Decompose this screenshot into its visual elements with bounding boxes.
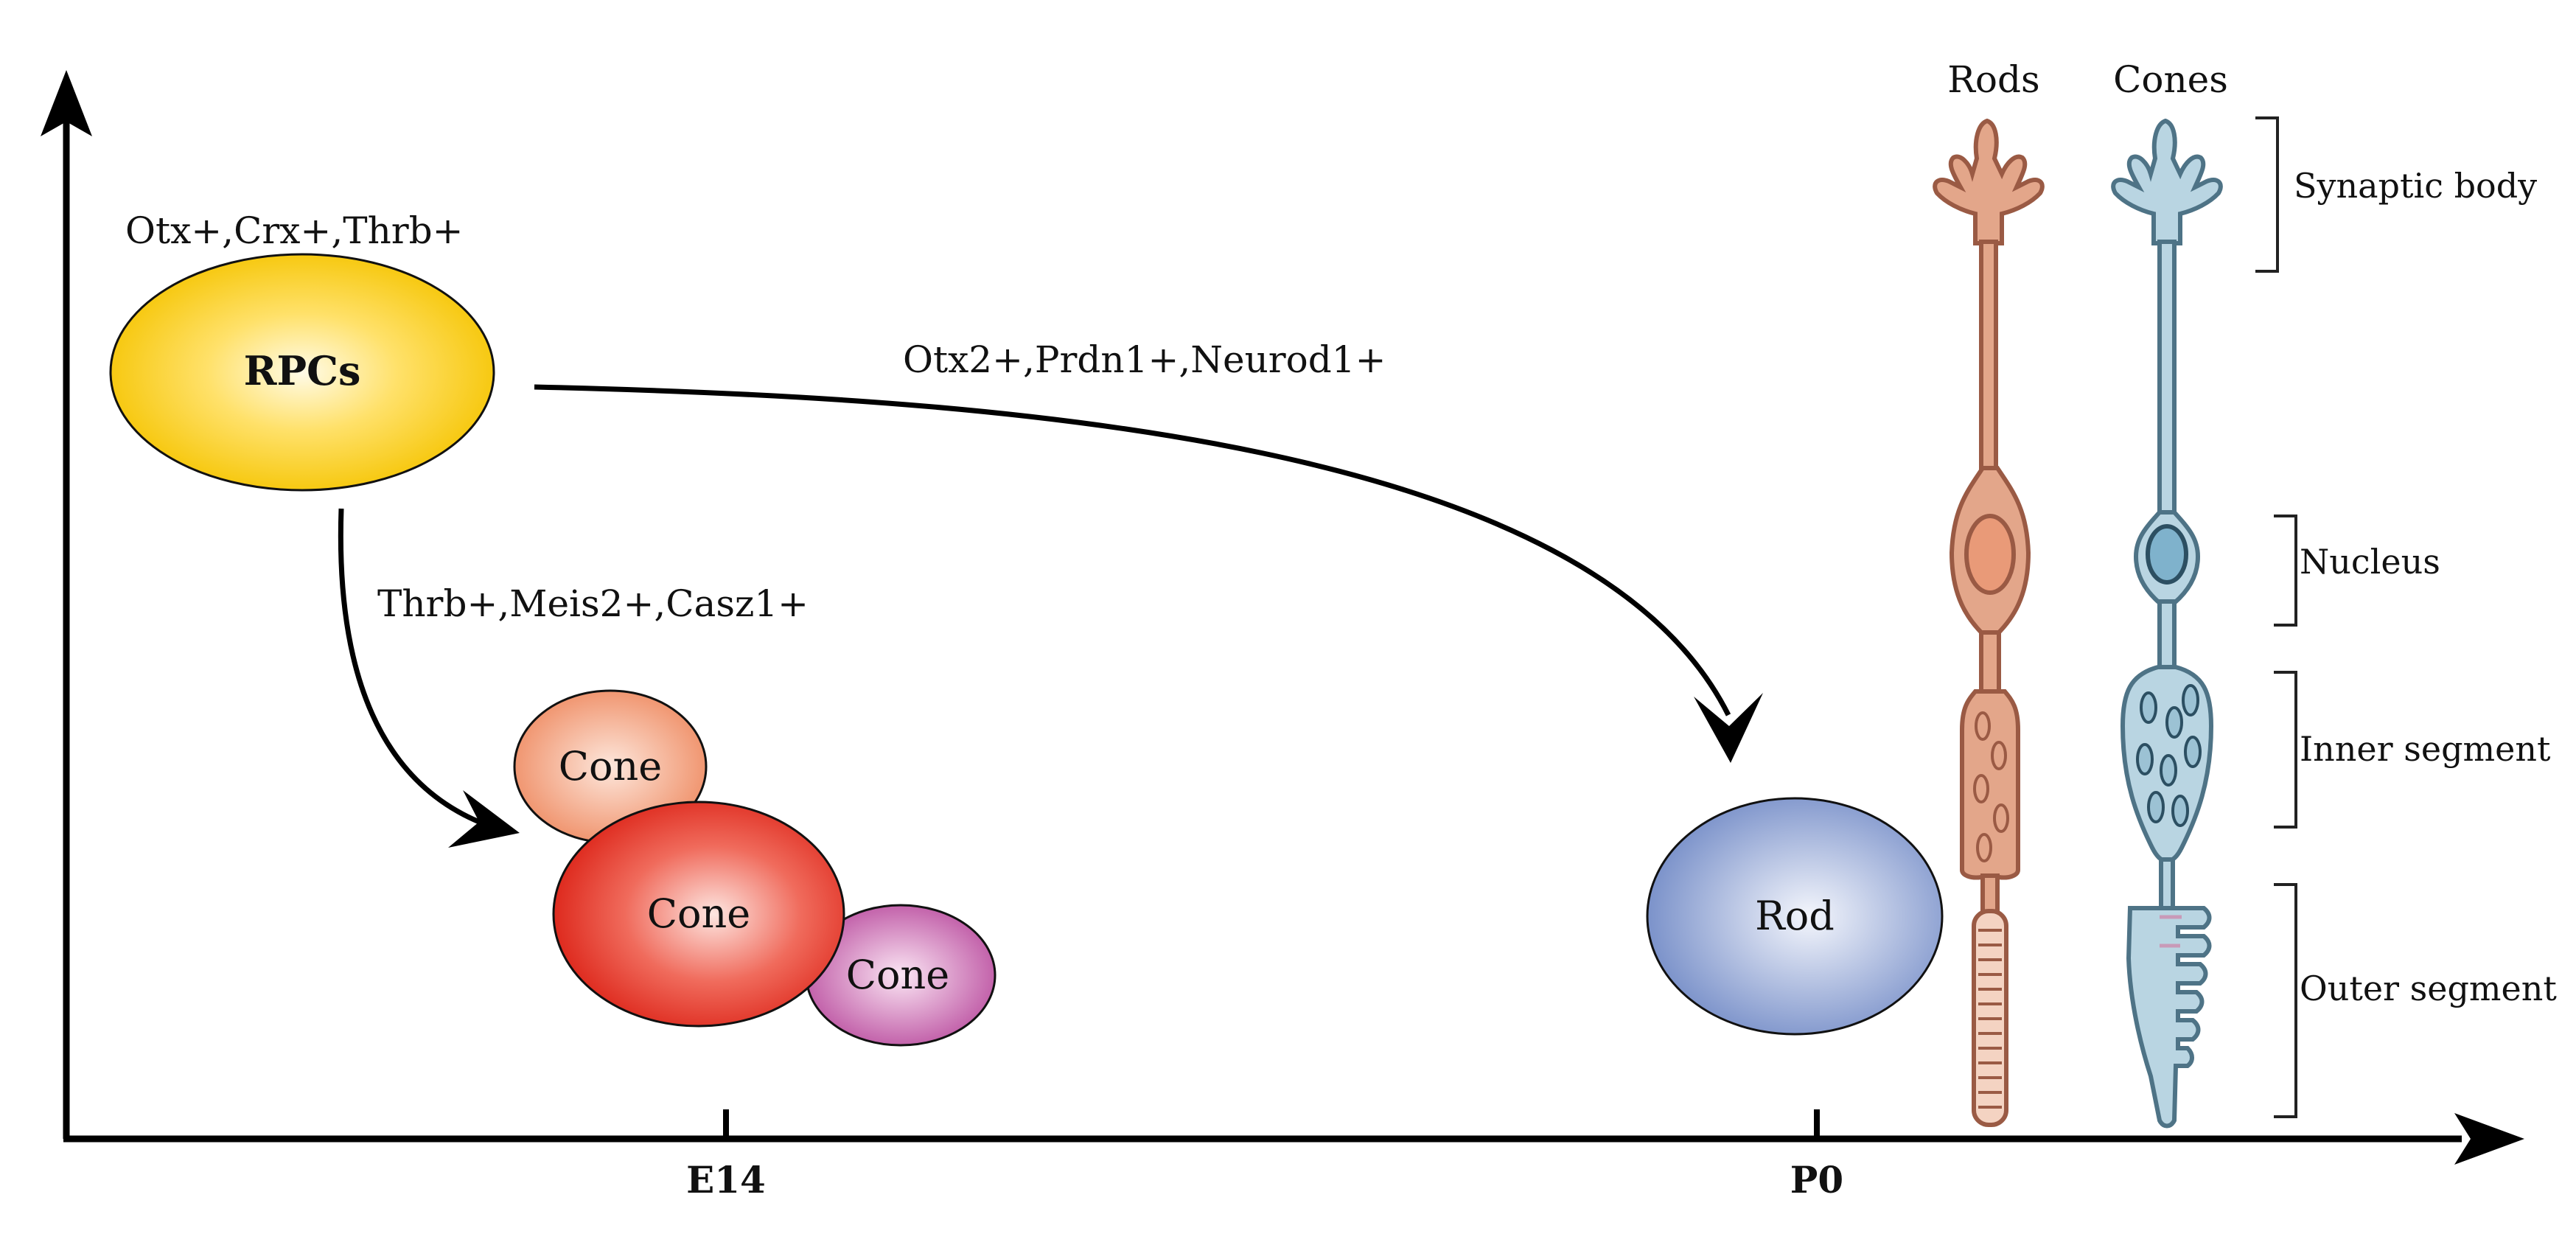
cone-pathway-markers: Thrb+,Meis2+,Casz1+ [377,582,809,625]
cone-pathway: Thrb+,Meis2+,Casz1+ [338,508,809,848]
y-axis-arrowhead [41,70,92,136]
tick-label-p0: P0 [1790,1158,1843,1202]
structure-label-inner-segment: Inner segment [2300,729,2551,769]
cone-label-right: Cone [846,952,950,998]
rpc-cell [109,253,495,492]
rod-label: Rod [1755,893,1835,939]
bracket-synaptic-body [2255,116,2279,273]
axes: E14 P0 [41,70,2524,1202]
structure-label-synaptic-body: Synaptic body [2294,166,2537,206]
rod-group: Rod [1646,797,1944,1036]
rods-title: Rods [1947,58,2039,101]
rod-cell [1646,797,1944,1036]
cone-label-middle: Cone [647,890,751,937]
rod-pathway: Otx2+,Prdn1+,Neurod1+ [534,338,1763,763]
cones-title: Cones [2113,58,2228,101]
cone-pathway-arrowhead [448,790,520,848]
rpc-group: Otx+,Crx+,Thrb+ RPCs [109,209,495,492]
rod-photoreceptor-illustration: Rods [1933,58,2045,1127]
structure-brackets: Synaptic body Nucleus Inner segment Oute… [2255,116,2557,1118]
cone-label-top: Cone [559,743,663,789]
rod-pathway-arrowhead [1694,693,1763,763]
tick-label-e14: E14 [686,1158,766,1202]
bracket-inner-segment [2274,671,2297,829]
structure-label-nucleus: Nucleus [2300,542,2440,582]
rod-pathway-markers: Otx2+,Prdn1+,Neurod1+ [903,338,1386,381]
bracket-outer-segment [2274,883,2297,1118]
x-axis-arrowhead [2454,1113,2524,1165]
rpc-markers-label: Otx+,Crx+,Thrb+ [125,209,464,252]
cone-pathway-arrow [338,508,481,825]
rod-pathway-arrow [534,384,1731,716]
cone-cluster: Cone Cone Cone [513,689,996,1047]
rpc-label: RPCs [244,347,361,394]
structure-label-outer-segment: Outer segment [2300,969,2557,1008]
cone-photoreceptor-illustration: Cones [2111,58,2228,1129]
cone-cell-middle [552,801,845,1028]
bracket-nucleus [2274,515,2297,627]
